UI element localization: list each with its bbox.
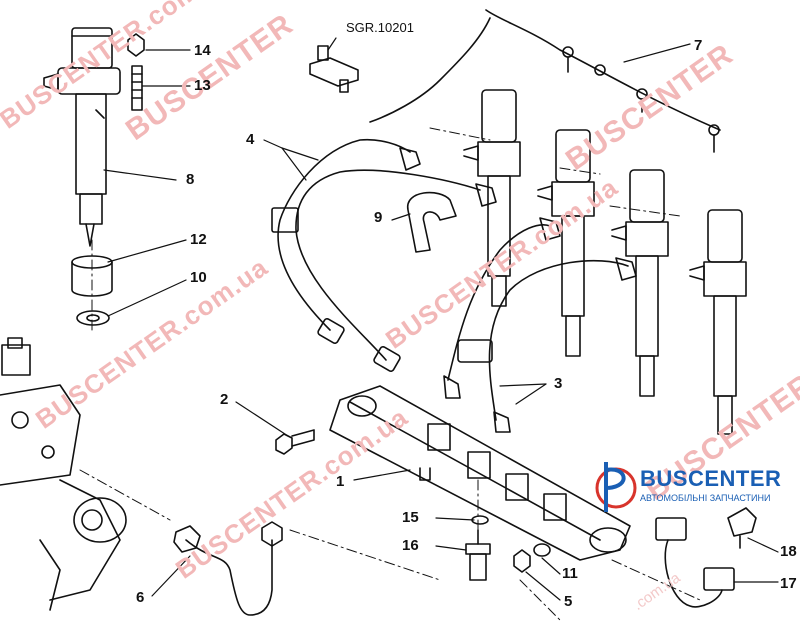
reference-code: SGR.10201	[346, 20, 414, 35]
high-pressure-pump	[0, 337, 127, 611]
callout-12: 12	[190, 231, 207, 248]
connector-part-18	[727, 507, 757, 549]
callout-18: 18	[780, 543, 797, 560]
callout-9: 9	[374, 209, 383, 226]
brand-tagline: АВТОМОБІЛЬНІ ЗАПЧАСТИНИ	[640, 493, 771, 503]
injector-part-8	[43, 27, 121, 247]
callout-11: 11	[562, 565, 578, 582]
callout-1: 1	[336, 473, 345, 490]
fuel-pipe-part-6	[173, 521, 283, 616]
callout-13: 13	[194, 77, 211, 94]
callout-15: 15	[402, 509, 419, 526]
brand-logo-mark	[595, 462, 637, 512]
wiring-harness-part-17	[655, 517, 735, 608]
callout-17: 17	[780, 575, 797, 592]
callout-8: 8	[186, 171, 195, 188]
callout-5: 5	[564, 593, 573, 610]
callout-6: 6	[136, 589, 145, 606]
leader-lines	[103, 37, 779, 601]
callout-7: 7	[694, 37, 703, 54]
nut-part-14	[127, 33, 145, 57]
washer-part-10	[76, 310, 110, 326]
callout-2: 2	[220, 391, 229, 408]
connector-sgr-10201	[309, 45, 359, 93]
fuel-pipes-part-3	[443, 217, 637, 433]
brand-name: BUSCENTER	[640, 466, 782, 491]
callout-3: 3	[554, 375, 563, 392]
pressure-sensor-part-16	[465, 529, 491, 581]
washer-part-11	[533, 543, 551, 557]
injector-row	[463, 89, 747, 435]
fuel-pipes-part-4	[271, 138, 497, 372]
callout-14: 14	[194, 42, 211, 59]
return-line-part-7	[369, 9, 721, 153]
callout-4: 4	[246, 131, 255, 148]
assembly-axis-lines	[79, 127, 701, 621]
brand-logo: BUSCENTER АВТОМОБІЛЬНІ ЗАПЧАСТИНИ	[640, 466, 781, 503]
callout-16: 16	[402, 537, 419, 554]
nut-part-5	[513, 549, 531, 573]
callout-10: 10	[190, 269, 207, 286]
pipe-clip-part-9	[407, 191, 457, 253]
bolt-part-2	[275, 429, 315, 455]
fuel-rail-part-1	[329, 385, 631, 561]
stud-part-13	[131, 65, 143, 111]
